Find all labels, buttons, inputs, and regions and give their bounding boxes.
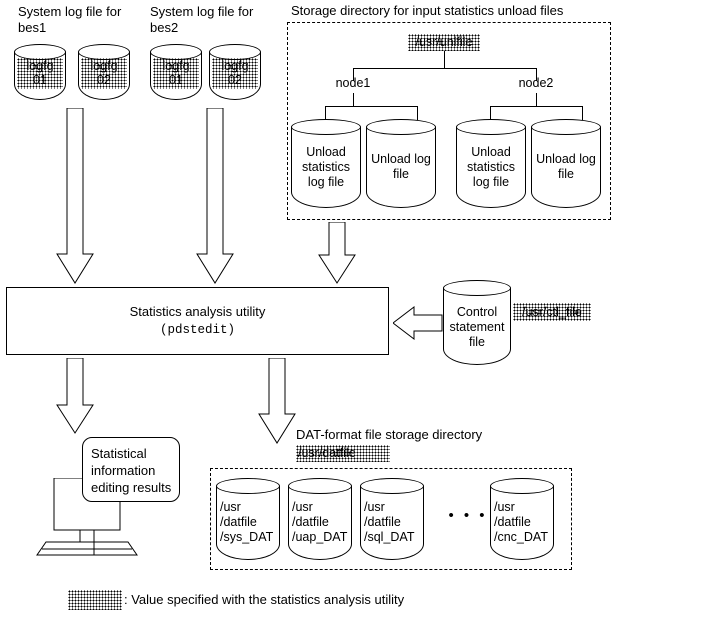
tree-line xyxy=(325,106,417,107)
cylinder-top xyxy=(360,478,424,494)
cylinder-top xyxy=(288,478,352,494)
tree-line xyxy=(490,106,582,107)
dotted-value-dat-directory-path: /usr/datfile xyxy=(296,445,390,462)
cylinder-label: logfg 02 xyxy=(90,59,118,87)
cylinder-top xyxy=(366,119,436,135)
arrow-unload-to-utility xyxy=(318,222,356,284)
cylinder-dat-sql: /usr /datfile /sql_DAT xyxy=(360,478,424,560)
arrow-utility-to-results xyxy=(56,358,94,434)
cylinder-unload-log-node1: Unload log file xyxy=(366,119,436,208)
unload-directory-group xyxy=(287,22,611,220)
cylinder-label: Unload log file xyxy=(536,152,596,181)
results-label: Statistical information editing results xyxy=(91,446,172,495)
cylinder-body xyxy=(360,486,424,560)
cylinder-label: logfg 01 xyxy=(162,59,190,87)
caption-bes2: System log file for bes2 xyxy=(150,4,254,35)
tree-line xyxy=(353,68,536,69)
tree-line xyxy=(353,68,354,81)
arrow-control-file-to-utility xyxy=(393,306,443,340)
dotted-value-unload-root: /usr/unlfile xyxy=(408,34,480,51)
arrow-bes2-to-utility xyxy=(196,108,234,284)
tree-line xyxy=(417,106,418,120)
caption-dat-directory: DAT-format file storage directory xyxy=(296,427,483,442)
cylinder-control-statement-file: Control statement file xyxy=(443,280,511,365)
cylinder-label: /usr /datfile /cnc_DAT xyxy=(494,500,548,544)
cylinder-top xyxy=(490,478,554,494)
legend-text: : Value specified with the statistics an… xyxy=(124,592,405,607)
tree-node2: node2 xyxy=(518,76,554,90)
dotted-value-syslog-bes1-01: logfg 01 xyxy=(17,58,63,89)
cylinder-label: /usr /datfile /uap_DAT xyxy=(292,500,348,544)
arrow-utility-to-dat-files xyxy=(258,358,296,444)
utility-text: Statistics analysis utility (pdstedit) xyxy=(7,303,388,339)
tree-line xyxy=(536,93,537,106)
tree-line xyxy=(353,93,354,106)
cylinder-body xyxy=(288,486,352,560)
dat-ellipsis: • • • xyxy=(448,507,488,524)
cylinder-unload-stats-node1: Unload statistics log file xyxy=(291,119,361,208)
cylinder-dat-sys: /usr /datfile /sys_DAT xyxy=(216,478,280,560)
unload-root-path: /usr/unlfile xyxy=(415,35,473,49)
dotted-value-control-file-path: /usr/ctl_file xyxy=(513,303,591,321)
dat-directory-path: /usr/datfile xyxy=(298,446,356,460)
cylinder-label: /usr /datfile /sql_DAT xyxy=(364,500,415,544)
cylinder-label: Unload log file xyxy=(371,152,431,181)
cylinder-top xyxy=(531,119,601,135)
cylinder-label: Unload statistics log file xyxy=(467,145,515,189)
cylinder-dat-uap: /usr /datfile /uap_DAT xyxy=(288,478,352,560)
cylinder-label: Control statement file xyxy=(449,305,505,349)
cylinder-top xyxy=(443,280,511,296)
control-file-path: /usr/ctl_file xyxy=(522,305,582,319)
results-callout: Statistical information editing results xyxy=(82,437,180,502)
cylinder-label: Unload statistics log file xyxy=(302,145,350,189)
cylinder-label: logfg 01 xyxy=(26,59,54,87)
cylinder-label: /usr /datfile /sys_DAT xyxy=(220,500,274,544)
cylinder-top xyxy=(456,119,526,135)
dotted-value-syslog-bes1-02: logfg 02 xyxy=(81,58,127,89)
dotted-value-syslog-bes2-02: logfg 02 xyxy=(212,58,258,89)
dotted-value-syslog-bes2-01: logfg 01 xyxy=(153,58,199,89)
statistics-analysis-utility-box: Statistics analysis utility (pdstedit) xyxy=(6,287,389,355)
utility-name: Statistics analysis utility xyxy=(129,304,266,319)
cylinder-body xyxy=(456,127,526,208)
caption-bes1: System log file for bes1 xyxy=(18,4,122,35)
legend-swatch xyxy=(68,590,122,610)
tree-node1: node1 xyxy=(335,76,371,90)
tree-line xyxy=(582,106,583,120)
cylinder-label: logfg 02 xyxy=(221,59,249,87)
cylinder-top xyxy=(216,478,280,494)
tree-line xyxy=(444,51,445,68)
cylinder-unload-stats-node2: Unload statistics log file xyxy=(456,119,526,208)
cylinder-body xyxy=(366,127,436,208)
cylinder-body xyxy=(490,486,554,560)
utility-command: (pdstedit) xyxy=(159,323,235,337)
dat-directory-group xyxy=(210,468,572,570)
tree-line xyxy=(536,68,537,81)
cylinder-body xyxy=(216,486,280,560)
cylinder-body xyxy=(443,288,511,365)
caption-unload-directory: Storage directory for input statistics u… xyxy=(291,3,564,18)
tree-line xyxy=(325,106,326,120)
cylinder-unload-log-node2: Unload log file xyxy=(531,119,601,208)
cylinder-body xyxy=(531,127,601,208)
arrow-bes1-to-utility xyxy=(56,108,94,284)
cylinder-body xyxy=(291,127,361,208)
tree-line xyxy=(490,106,491,120)
cylinder-top xyxy=(291,119,361,135)
cylinder-dat-cnc: /usr /datfile /cnc_DAT xyxy=(490,478,554,560)
